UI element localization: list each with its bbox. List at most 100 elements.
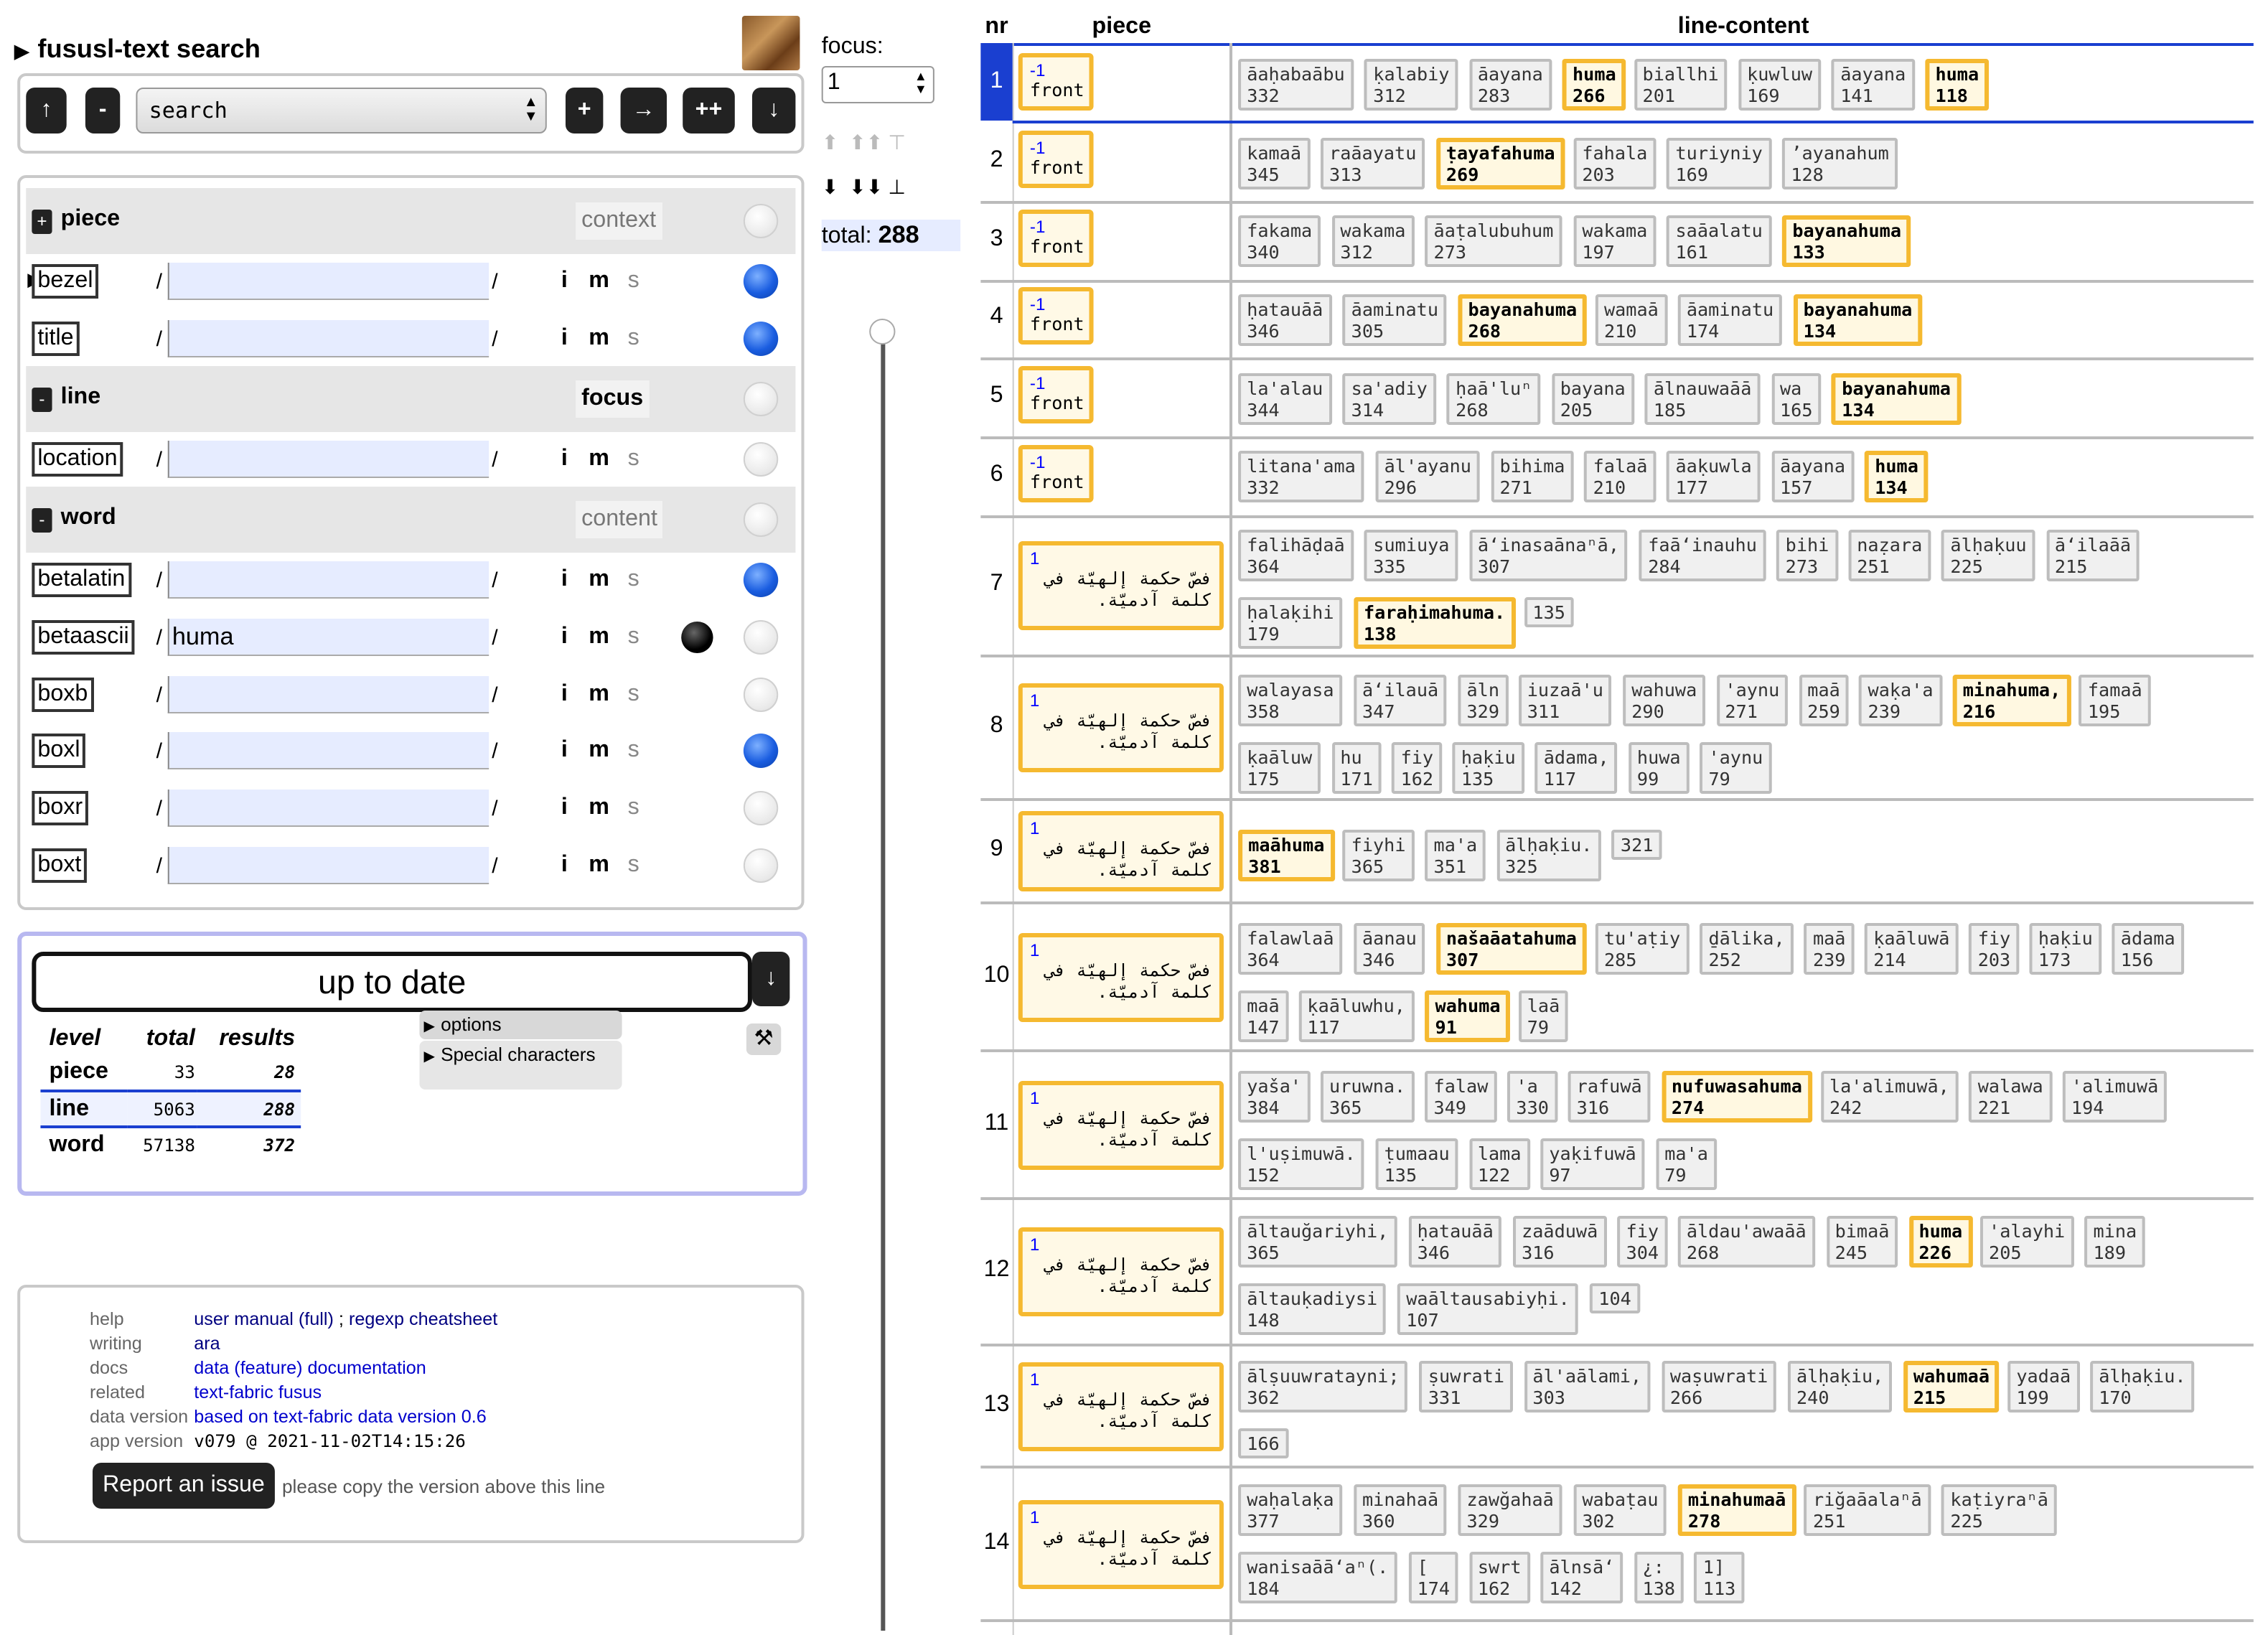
- s-flag[interactable]: s: [627, 624, 639, 649]
- word-box[interactable]: ālḥaḳiu.325: [1496, 830, 1601, 881]
- i-flag[interactable]: i: [561, 853, 568, 877]
- feature-visible-radio[interactable]: [743, 734, 779, 768]
- nav-remove-button[interactable]: -: [85, 88, 121, 133]
- expand-toggle-icon[interactable]: +: [32, 210, 52, 234]
- nav-next-button[interactable]: →: [620, 88, 667, 133]
- execute-down-button[interactable]: ↓: [751, 952, 790, 1006]
- down-double-arrow-icon[interactable]: ⬇⬇: [848, 175, 884, 198]
- feature-name[interactable]: location: [32, 442, 123, 477]
- m-flag[interactable]: m: [589, 446, 609, 471]
- feature-name[interactable]: betalatin: [32, 563, 131, 597]
- word-box[interactable]: ālḥaḳiu,240: [1787, 1361, 1893, 1413]
- word-box[interactable]: 321: [1611, 830, 1662, 860]
- m-flag[interactable]: m: [589, 567, 609, 591]
- word-box[interactable]: 166: [1238, 1428, 1288, 1458]
- feature-visible-radio[interactable]: [743, 678, 779, 712]
- m-flag[interactable]: m: [589, 682, 609, 706]
- m-flag[interactable]: m: [589, 853, 609, 877]
- word-box[interactable]: ḏālika,252: [1700, 923, 1794, 975]
- word-box-highlighted[interactable]: minahuma,216: [1952, 675, 2071, 726]
- level-role-button[interactable]: focus: [576, 380, 650, 418]
- word-box[interactable]: āl'aālami,303: [1524, 1361, 1651, 1413]
- level-role-button[interactable]: context: [576, 202, 662, 240]
- word-box[interactable]: la'alimuwā,242: [1820, 1071, 1958, 1123]
- feature-visible-radio[interactable]: [743, 620, 779, 655]
- up-double-arrow-icon[interactable]: ⬆⬆: [848, 131, 884, 154]
- feature-pattern-input[interactable]: [167, 619, 489, 656]
- down-arrow-icon[interactable]: ⬇: [821, 175, 839, 198]
- bottom-icon[interactable]: ⊥: [888, 175, 906, 198]
- feature-name[interactable]: boxt: [32, 848, 88, 883]
- level-role-button[interactable]: content: [576, 501, 663, 538]
- level-radio[interactable]: [743, 502, 779, 537]
- feature-name[interactable]: boxl: [32, 734, 86, 768]
- clear-pattern-icon[interactable]: [681, 622, 713, 653]
- word-box[interactable]: 1]113: [1694, 1552, 1745, 1603]
- s-flag[interactable]: s: [627, 682, 639, 706]
- feature-name[interactable]: boxr: [32, 791, 89, 825]
- related-link[interactable]: text-fabric fusus: [194, 1382, 322, 1402]
- feature-pattern-input[interactable]: [167, 320, 489, 357]
- word-box[interactable]: ¿:138: [1634, 1552, 1684, 1603]
- piece-box[interactable]: 1 فصّ حكمة إلهيّة في كلمة آدميّة.: [1018, 1500, 1224, 1589]
- word-box[interactable]: āʻinasaānaⁿā,307: [1468, 530, 1629, 581]
- m-flag[interactable]: m: [589, 795, 609, 820]
- piece-box[interactable]: 1 فصّ حكمة إلهيّة في كلمة آدميّة.: [1018, 541, 1224, 630]
- feature-pattern-input[interactable]: [167, 561, 489, 599]
- top-icon[interactable]: ⊤: [888, 131, 906, 154]
- feature-pattern-input[interactable]: [167, 847, 489, 884]
- feature-pattern-input[interactable]: [167, 676, 489, 713]
- m-flag[interactable]: m: [589, 738, 609, 762]
- piece-box[interactable]: -1 front: [1018, 366, 1094, 423]
- s-flag[interactable]: s: [627, 446, 639, 471]
- regexp-cheatsheet-link[interactable]: regexp cheatsheet: [348, 1309, 498, 1329]
- piece-box[interactable]: 1 فصّ حكمة إلهيّة في كلمة آدميّة.: [1018, 811, 1224, 891]
- focus-input[interactable]: 1 ▲▼: [821, 66, 934, 103]
- feature-visible-radio[interactable]: [743, 264, 779, 299]
- word-box[interactable]: ālḥaḳiu.170: [2090, 1361, 2195, 1413]
